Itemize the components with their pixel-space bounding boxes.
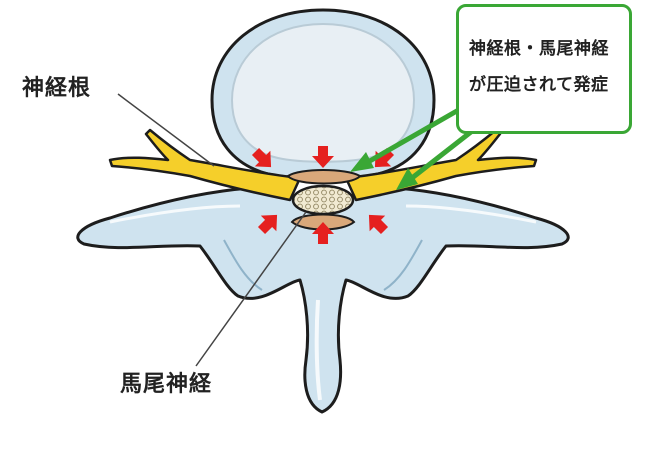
label-leader-lines [117,93,307,367]
green-arrow-icon [409,125,479,181]
cauda-equina-label: 馬尾神経 [120,372,213,397]
red-arrow-icon [251,147,272,168]
callout-box: 神経根・馬尾神経 が圧迫されて発症 [456,4,632,134]
red-arrow-icon [374,147,395,168]
nerve-roots [108,128,538,202]
vertebral-arch [76,186,570,414]
compression-arrows [251,146,395,244]
green-arrow-icon [365,105,465,165]
red-arrow-icon [312,146,334,168]
callout-pointers [350,105,479,190]
green-arrow-icon [350,152,374,172]
red-arrow-icon [257,214,278,235]
nerve-root-label: 神経根 [22,76,92,101]
callout-line-1: 神経根・馬尾神経 [469,39,609,59]
vertebral-body [210,8,436,180]
cauda-equina-bundle [291,184,355,216]
callout-line-2: が圧迫されて発症 [469,75,609,95]
spinal-canal [286,169,362,231]
green-arrow-icon [396,168,418,190]
red-arrow-icon [312,222,334,244]
red-arrow-icon [368,214,389,235]
